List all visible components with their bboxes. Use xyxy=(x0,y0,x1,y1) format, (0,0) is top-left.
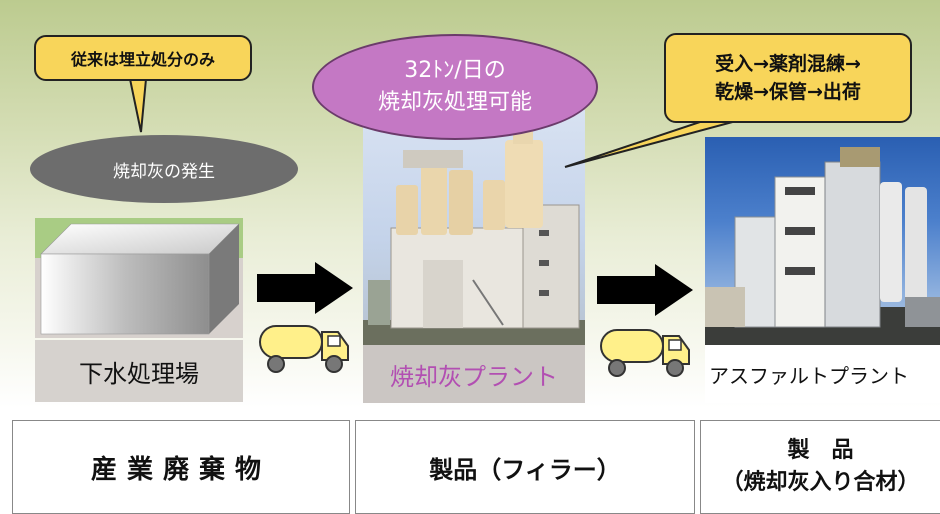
process-steps-callout: 受入→薬剤混練→ 乾燥→保管→出荷 xyxy=(664,33,912,123)
asphalt-plant-label: アスファルトプラント xyxy=(705,345,940,403)
ash-plant-label: 焼却灰プラント xyxy=(363,345,585,403)
capacity-line-2: 焼却灰処理可能 xyxy=(377,90,532,115)
sewage-plant-image xyxy=(35,218,243,338)
incineration-ash-plant-photo xyxy=(363,110,585,345)
landfill-note-callout: 従来は埋立処分のみ xyxy=(34,35,252,81)
sewage-plant-label: 下水処理場 xyxy=(35,340,243,402)
industrial-waste-text: 産業廃棄物 xyxy=(90,454,271,485)
ash-generation-text: 焼却灰の発生 xyxy=(113,161,215,182)
tanker-truck-icon xyxy=(600,329,690,377)
landfill-note-text: 従来は埋立処分のみ xyxy=(70,50,215,69)
capacity-oval: 32ﾄﾝ/日の 焼却灰処理可能 xyxy=(312,34,598,140)
asphalt-plant-photo xyxy=(705,137,940,347)
flow-arrow-1 xyxy=(257,262,353,314)
product-detail-text: （焼却灰入り合材） xyxy=(721,470,920,495)
filler-product-box: 製品（フィラー） xyxy=(355,420,695,514)
ash-generation-oval: 焼却灰の発生 xyxy=(30,135,298,203)
product-heading-text: 製 品 xyxy=(787,438,854,463)
capacity-line-1: 32ﾄﾝ/日の xyxy=(404,58,506,83)
process-flow-panel: 従来は埋立処分のみ 焼却灰の発生 32ﾄﾝ/日の 焼却灰処理可能 受入→薬剤混練… xyxy=(0,0,940,408)
process-line-1: 受入→薬剤混練→ xyxy=(715,53,861,75)
industrial-waste-box: 産業廃棄物 xyxy=(12,420,350,514)
filler-product-text: 製品（フィラー） xyxy=(429,455,621,484)
box-icon xyxy=(35,218,243,338)
process-line-2: 乾燥→保管→出荷 xyxy=(715,81,861,103)
callout-pointers xyxy=(128,78,741,168)
flow-arrow-2 xyxy=(597,264,693,316)
tanker-truck-icon xyxy=(259,325,349,373)
mixed-product-box: 製 品 （焼却灰入り合材） xyxy=(700,420,940,514)
